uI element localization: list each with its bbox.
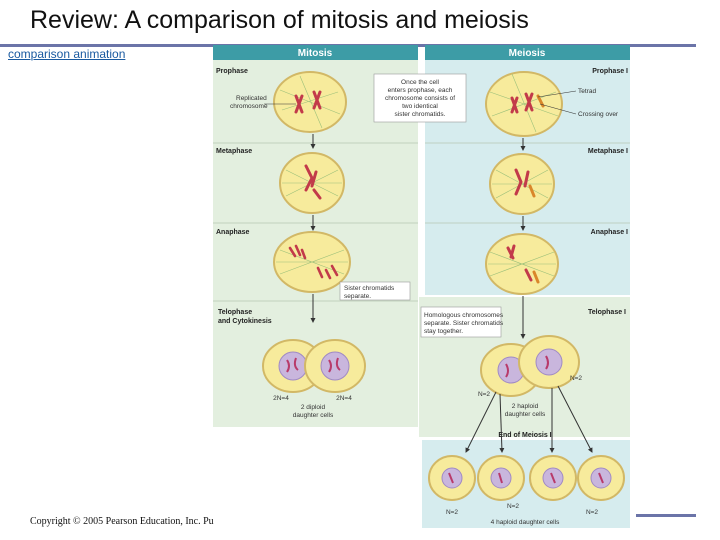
mitosis-telophase-label: Telophase xyxy=(218,309,252,316)
meiosis-anaphase-label: Anaphase I xyxy=(591,229,628,236)
mitosis-ploidy-right: 2N=4 xyxy=(336,395,352,402)
note-line-1: Once the cell xyxy=(401,79,439,86)
mitosis-prophase-cell xyxy=(274,72,346,132)
note-line-4: two identical xyxy=(402,103,438,110)
mitosis-anaphase-label: Anaphase xyxy=(216,229,250,236)
mitosis-metaphase-label: Metaphase xyxy=(216,148,252,155)
haploid-two-label-2: daughter cells xyxy=(505,411,546,418)
homologs-line-3: stay together. xyxy=(424,328,463,335)
meiosis-end-label: End of Meiosis I xyxy=(498,432,551,439)
note-line-5: sister chromatids. xyxy=(395,111,446,118)
mitosis-prophase-label: Prophase xyxy=(216,68,248,75)
diploid-label-2: daughter cells xyxy=(293,412,334,419)
copyright-text: Copyright © 2005 Pearson Education, Inc.… xyxy=(30,516,214,527)
note-line-3: chromosome consists of xyxy=(385,95,455,102)
end-ploidy-e: N=2 xyxy=(586,509,598,516)
meiosis-telophase-label: Telophase I xyxy=(588,309,626,316)
telophase-ploidy-b: N=2 xyxy=(478,391,490,398)
mitosis-header: Mitosis xyxy=(298,48,333,59)
diploid-label-1: 2 diploid xyxy=(301,404,326,411)
meiosis-prophase-cell xyxy=(486,72,562,136)
mitosis-ploidy-left: 2N=4 xyxy=(273,395,289,402)
note-line-2: enters prophase, each xyxy=(388,87,453,94)
sister-separate-line-2: separate. xyxy=(344,293,371,300)
mitosis-cytokinesis-label: and Cytokinesis xyxy=(218,318,272,325)
sister-separate-line-1: Sister chromatids xyxy=(344,285,395,292)
meiosis-metaphase-label: Metaphase I xyxy=(588,148,628,155)
meiosis-metaphase-cell xyxy=(490,154,554,214)
tetrad-label: Tetrad xyxy=(578,88,596,95)
replicated-chromosome-label-2: chromosome xyxy=(230,103,268,110)
mitosis-daughter-cells xyxy=(263,340,365,392)
end-ploidy-c: N=2 xyxy=(507,503,519,510)
mitosis-metaphase-cell xyxy=(280,153,344,213)
haploid-two-label-1: 2 haploid xyxy=(512,403,539,410)
mitosis-anaphase-cell xyxy=(274,232,350,292)
end-ploidy-d: N=2 xyxy=(446,509,458,516)
bottom-rule xyxy=(636,514,696,517)
meiosis-header: Meiosis xyxy=(509,48,546,59)
telophase-ploidy-a: N=2 xyxy=(570,375,582,382)
haploid-four-label: 4 haploid daughter cells xyxy=(491,519,560,526)
homologs-line-2: separate. Sister chromatids xyxy=(424,320,504,327)
crossing-over-label: Crossing over xyxy=(578,111,619,118)
replicated-chromosome-label-1: Replicated xyxy=(236,95,267,102)
meiosis-prophase-label: Prophase I xyxy=(592,68,628,75)
homologs-line-1: Homologous chromosomes xyxy=(424,312,504,319)
meiosis-anaphase-cell xyxy=(486,234,558,294)
